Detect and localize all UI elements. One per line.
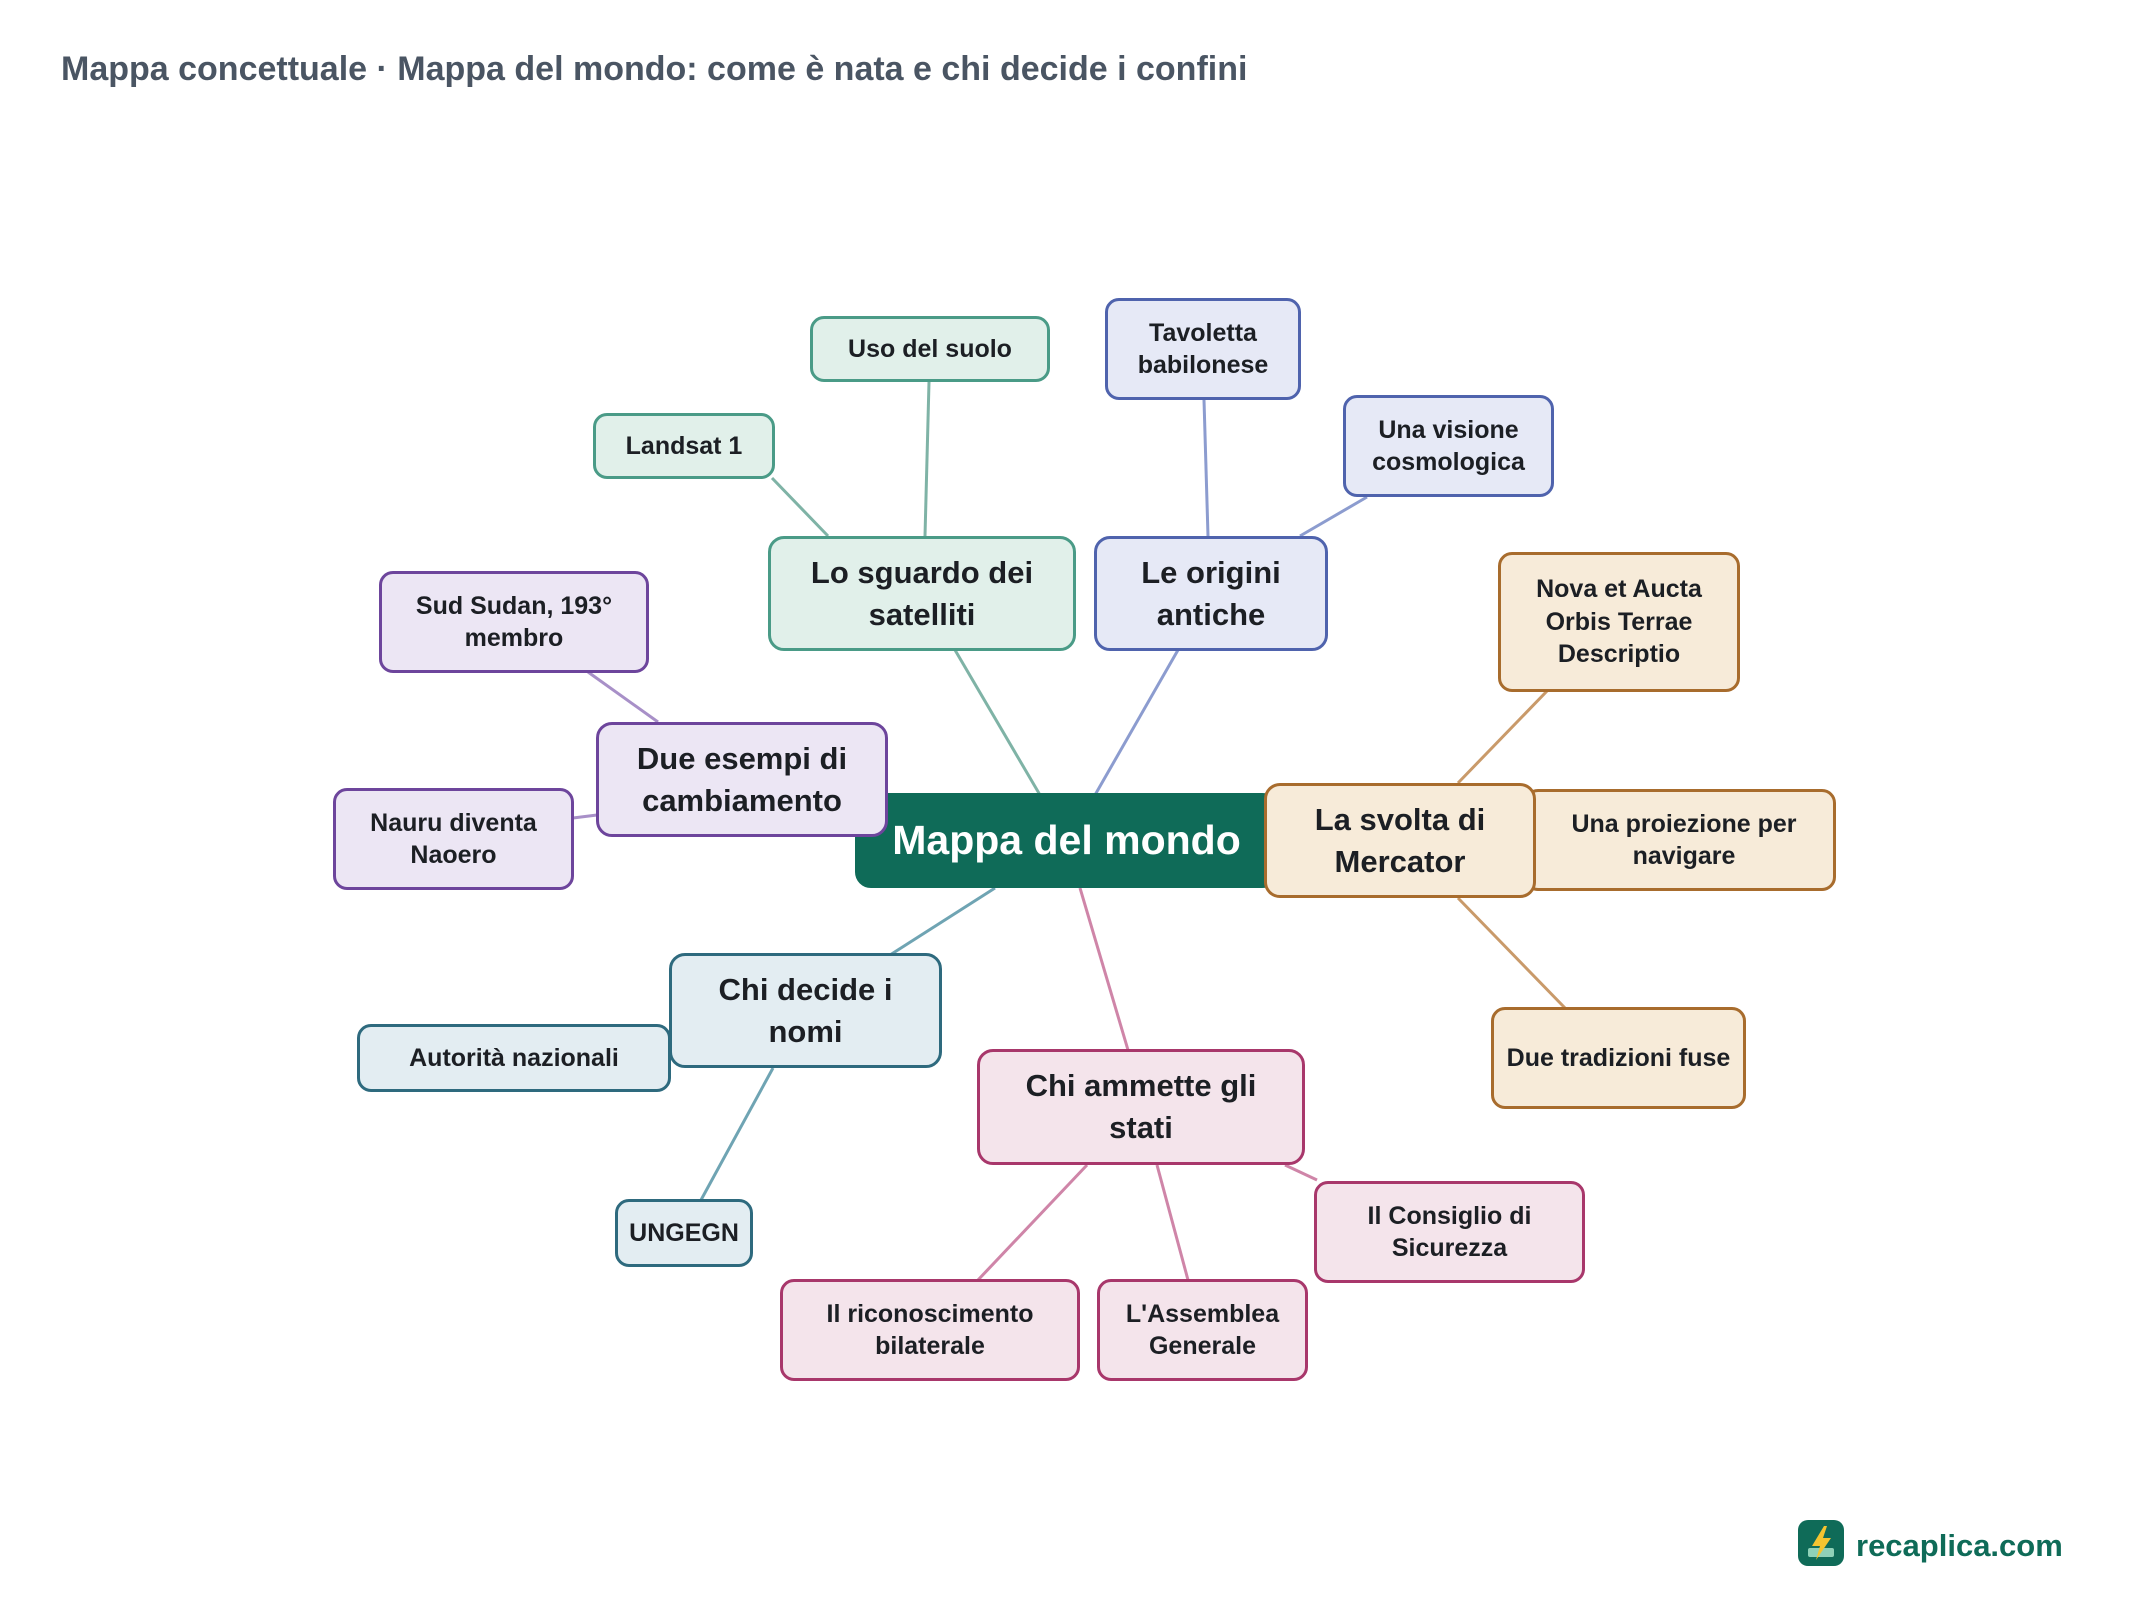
- link-stati-riconoscimento: [976, 1163, 1089, 1282]
- center-node: Mappa del mondo: [855, 793, 1278, 888]
- leaf-landsat: Landsat 1: [593, 413, 775, 479]
- link-origini-visione: [1299, 495, 1368, 538]
- link-satelliti-suolo: [923, 381, 931, 537]
- leaf-assemblea-generale: L'Assemblea Generale: [1097, 1279, 1308, 1381]
- link-esempi-nauru: [572, 813, 598, 820]
- branch-satelliti: Lo sguardo dei satelliti: [768, 536, 1076, 651]
- leaf-due-tradizioni: Due tradizioni fuse: [1491, 1007, 1746, 1109]
- logo-text: recaplica.com: [1856, 1527, 2063, 1563]
- branch-nomi: Chi decide i nomi: [669, 953, 942, 1068]
- branch-stati: Chi ammette gli stati: [977, 1049, 1305, 1165]
- link-origini-tavoletta: [1202, 399, 1210, 537]
- leaf-sud-sudan: Sud Sudan, 193° membro: [379, 571, 649, 673]
- bolt-icon: [1798, 1520, 1844, 1571]
- leaf-tavoletta-babilonese: Tavoletta babilonese: [1105, 298, 1301, 400]
- link-satelliti-landsat: [770, 476, 830, 538]
- leaf-autorita-nazionali: Autorità nazionali: [357, 1024, 671, 1092]
- leaf-visione-cosmologica: Una visione cosmologica: [1343, 395, 1554, 497]
- branch-esempi: Due esempi di cambiamento: [596, 722, 888, 837]
- link-center-satelliti: [953, 649, 1042, 796]
- link-mercator-nova: [1456, 688, 1550, 785]
- leaf-nova-et-aucta: Nova et Aucta Orbis Terrae Descriptio: [1498, 552, 1740, 692]
- leaf-ungegn: UNGEGN: [615, 1199, 753, 1267]
- link-center-origini: [1093, 649, 1180, 796]
- leaf-proiezione-navigare: Una proiezione per navigare: [1524, 789, 1836, 891]
- branch-origini: Le origini antiche: [1094, 536, 1328, 651]
- leaf-consiglio-sicurezza: Il Consiglio di Sicurezza: [1314, 1181, 1585, 1283]
- link-center-nomi: [889, 886, 996, 957]
- leaf-uso-del-suolo: Uso del suolo: [810, 316, 1050, 382]
- link-esempi-sudsudan: [587, 670, 659, 724]
- link-center-stati: [1078, 887, 1130, 1051]
- brand-logo: recaplica.com: [1798, 1520, 2063, 1571]
- leaf-nauru: Nauru diventa Naoero: [333, 788, 574, 890]
- link-stati-assemblea: [1155, 1164, 1190, 1281]
- link-stati-consiglio: [1284, 1163, 1318, 1182]
- page-title: Mappa concettuale · Mappa del mondo: com…: [61, 50, 1248, 88]
- leaf-riconoscimento-bilaterale: Il riconoscimento bilaterale: [780, 1279, 1080, 1381]
- link-mercator-tradizioni: [1456, 896, 1567, 1010]
- link-nomi-ungegn: [699, 1067, 775, 1201]
- branch-mercator: La svolta di Mercator: [1264, 783, 1536, 898]
